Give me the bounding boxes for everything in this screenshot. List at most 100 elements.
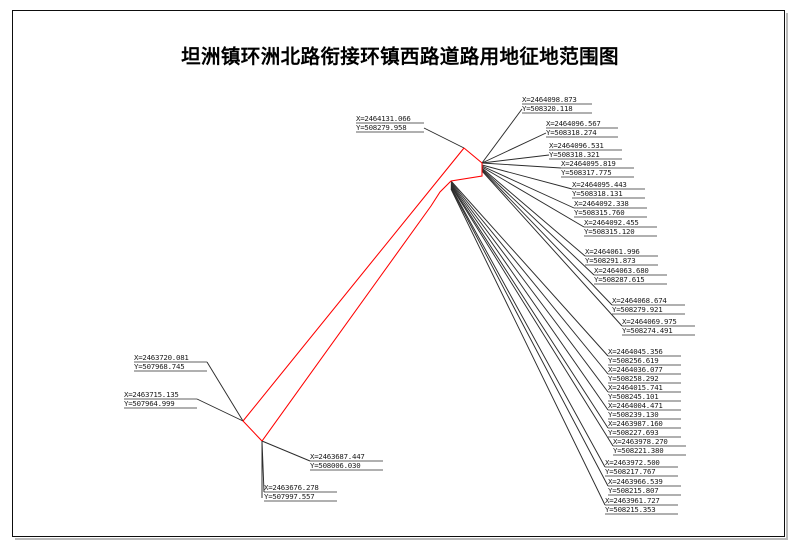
leader-line-p20: [450, 187, 609, 487]
leader-line-p06: [481, 164, 573, 190]
coordinate-x-value: X=2464063.680: [594, 266, 649, 275]
coordinate-x-value: X=2463715.135: [124, 390, 179, 399]
leader-line-p03: [481, 132, 547, 164]
coordinate-y-value: Y=508318.131: [572, 189, 623, 199]
coordinate-x-value: X=2463687.447: [310, 452, 365, 461]
label-underline-group: [124, 103, 695, 515]
coordinate-x-value: X=2464036.077: [608, 365, 663, 374]
coordinate-x-value: X=2464096.567: [546, 119, 601, 128]
leader-line-p18: [450, 185, 614, 447]
leader-line-p24: [261, 440, 311, 462]
coordinate-x-value: X=2464045.356: [608, 347, 663, 356]
leader-line-p11: [481, 169, 613, 306]
coordinate-y-value: Y=508291.873: [585, 256, 636, 266]
coordinate-x-value: X=2464095.819: [561, 159, 616, 168]
coordinate-x-value: X=2463978.270: [613, 437, 668, 446]
drawing-frame-border: [12, 10, 785, 537]
coordinate-y-value: Y=508274.491: [622, 326, 673, 336]
coordinate-x-value: X=2464096.531: [549, 141, 604, 150]
leader-line-p10: [481, 168, 595, 276]
coordinate-y-value: Y=508279.958: [356, 123, 407, 133]
coordinate-x-value: X=2463966.539: [608, 477, 663, 486]
coordinate-x-value: X=2464098.873: [522, 95, 577, 104]
coordinate-x-value: X=2464004.471: [608, 401, 663, 410]
leader-line-p15: [450, 182, 609, 393]
coordinate-y-value: Y=508317.775: [561, 168, 612, 178]
coordinate-y-value: Y=508279.921: [612, 305, 663, 315]
coordinate-y-value: Y=508239.130: [608, 410, 659, 420]
leader-line-p02: [481, 108, 523, 164]
coordinate-y-value: Y=508215.353: [605, 505, 656, 515]
coordinate-y-value: Y=507968.745: [134, 362, 185, 372]
coordinate-y-value: Y=508006.030: [310, 461, 361, 471]
leader-line-p12: [481, 170, 623, 327]
coordinate-x-value: X=2463676.278: [264, 483, 319, 492]
coordinate-y-value: Y=508318.274: [546, 128, 597, 138]
coordinate-x-value: X=2464069.975: [622, 317, 677, 326]
coordinate-x-value: X=2464131.066: [356, 114, 411, 123]
coordinate-x-value: X=2464015.741: [608, 383, 663, 392]
coordinate-y-value: Y=508315.120: [584, 227, 635, 237]
coordinate-y-value: Y=508215.807: [608, 486, 659, 496]
leader-line-p14: [450, 181, 609, 375]
coordinate-x-value: X=2464092.455: [584, 218, 639, 227]
coordinate-y-value: Y=508217.767: [605, 467, 656, 477]
coordinate-x-value: X=2464061.996: [585, 247, 640, 256]
coordinate-x-value: X=2463720.081: [134, 353, 189, 362]
coordinate-x-value: X=2464092.338: [574, 199, 629, 208]
leader-line-p07: [481, 165, 575, 209]
page-title: 坦洲镇环洲北路衔接环镇西路道路用地征地范围图: [181, 45, 619, 68]
leader-line-p01: [423, 127, 465, 149]
coordinate-x-value: X=2463987.160: [608, 419, 663, 428]
coordinate-y-value: Y=508256.619: [608, 356, 659, 366]
leader-line-p04: [481, 154, 550, 164]
coordinate-y-value: Y=508287.615: [594, 275, 645, 285]
coordinate-y-value: Y=508221.380: [613, 446, 664, 456]
leader-line-p22: [206, 361, 244, 422]
coordinate-y-value: Y=507964.999: [124, 399, 175, 409]
coordinate-x-value: X=2463961.727: [605, 496, 660, 505]
leader-line-p05: [481, 162, 562, 169]
coordinate-y-value: Y=507997.557: [264, 492, 315, 502]
coordinate-x-value: X=2463972.500: [605, 458, 660, 467]
leader-line-p09: [481, 167, 586, 257]
coordinate-y-value: Y=508315.760: [574, 208, 625, 218]
leader-line-p21: [450, 188, 606, 506]
leader-line-p17: [450, 184, 609, 429]
leader-line-p19: [450, 186, 606, 468]
leader-line-p08: [481, 166, 585, 228]
leader-line-group: [196, 108, 623, 506]
coordinate-x-value: X=2464068.674: [612, 296, 667, 305]
coordinate-y-value: Y=508320.118: [522, 104, 573, 114]
leader-line-p23: [196, 398, 244, 422]
leader-line-p13: [450, 180, 609, 357]
coordinate-x-value: X=2464095.443: [572, 180, 627, 189]
coordinate-y-value: Y=508227.693: [608, 428, 659, 438]
